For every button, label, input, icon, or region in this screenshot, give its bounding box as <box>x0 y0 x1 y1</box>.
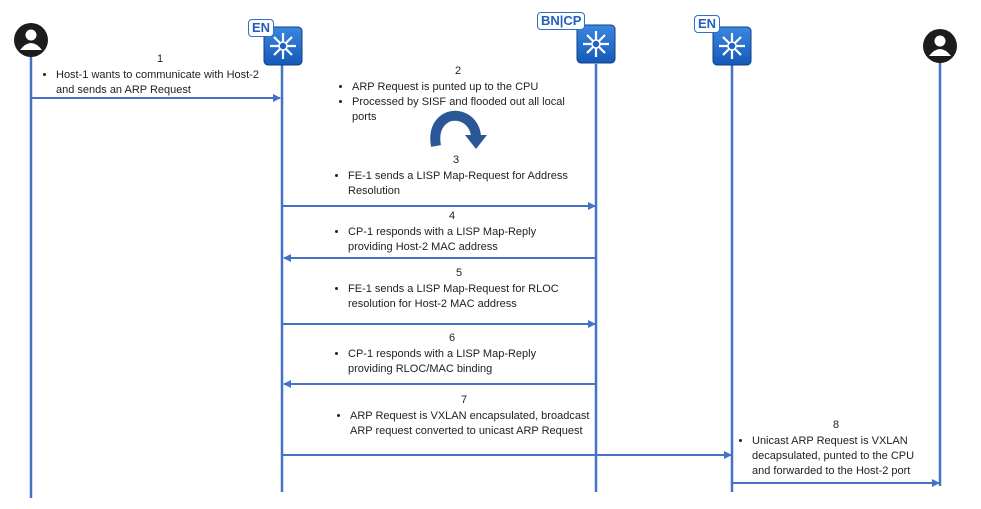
en-left-tag: EN <box>248 19 275 37</box>
en-left-multilayer-switch-icon <box>263 26 303 66</box>
step-4-note: 4 CP-1 responds with a LISP Map-Reply pr… <box>334 209 570 255</box>
step-6-note: 6 CP-1 responds with a LISP Map-Reply pr… <box>334 331 570 377</box>
step-number: 6 <box>448 332 456 344</box>
step-2-note: 2 ARP Request is punted up to the CPU Pr… <box>338 64 578 125</box>
en-right-tag: EN <box>694 15 721 33</box>
step-number: 8 <box>832 419 840 431</box>
step-bullet: Processed by SISF and flooded out all lo… <box>352 95 578 125</box>
step-bullet: FE-1 sends a LISP Map-Request for RLOC r… <box>348 282 584 312</box>
step-bullet: CP-1 responds with a LISP Map-Reply prov… <box>348 225 570 255</box>
step-number: 2 <box>454 65 462 77</box>
step-bullet: ARP Request is VXLAN encapsulated, broad… <box>350 409 592 439</box>
step-number: 3 <box>452 154 460 166</box>
host-2-user-icon <box>923 29 957 63</box>
host-1-user-icon <box>14 23 48 57</box>
step-3-note: 3 FE-1 sends a LISP Map-Request for Addr… <box>334 153 578 199</box>
step-7-note: 7 ARP Request is VXLAN encapsulated, bro… <box>336 393 592 439</box>
bn-cp-multilayer-switch-icon <box>576 24 616 64</box>
en-right-multilayer-switch-icon <box>712 26 752 66</box>
step-number: 1 <box>156 53 164 65</box>
step-bullet: ARP Request is punted up to the CPU <box>352 80 578 95</box>
step-number: 4 <box>448 210 456 222</box>
step-bullet: Host-1 wants to communicate with Host-2 … <box>56 68 278 98</box>
step-number: 7 <box>460 394 468 406</box>
curved-arrow-icon <box>430 110 487 149</box>
step-number: 5 <box>455 267 463 279</box>
step-bullet: CP-1 responds with a LISP Map-Reply prov… <box>348 347 570 377</box>
step-8-note: 8 Unicast ARP Request is VXLAN decapsula… <box>738 418 934 479</box>
step-5-note: 5 FE-1 sends a LISP Map-Request for RLOC… <box>334 266 584 312</box>
bn-cp-tag: BN|CP <box>537 12 586 30</box>
step-1-note: 1 Host-1 wants to communicate with Host-… <box>42 52 278 98</box>
step-bullet: Unicast ARP Request is VXLAN decapsulate… <box>752 434 934 479</box>
step-bullet: FE-1 sends a LISP Map-Request for Addres… <box>348 169 578 199</box>
